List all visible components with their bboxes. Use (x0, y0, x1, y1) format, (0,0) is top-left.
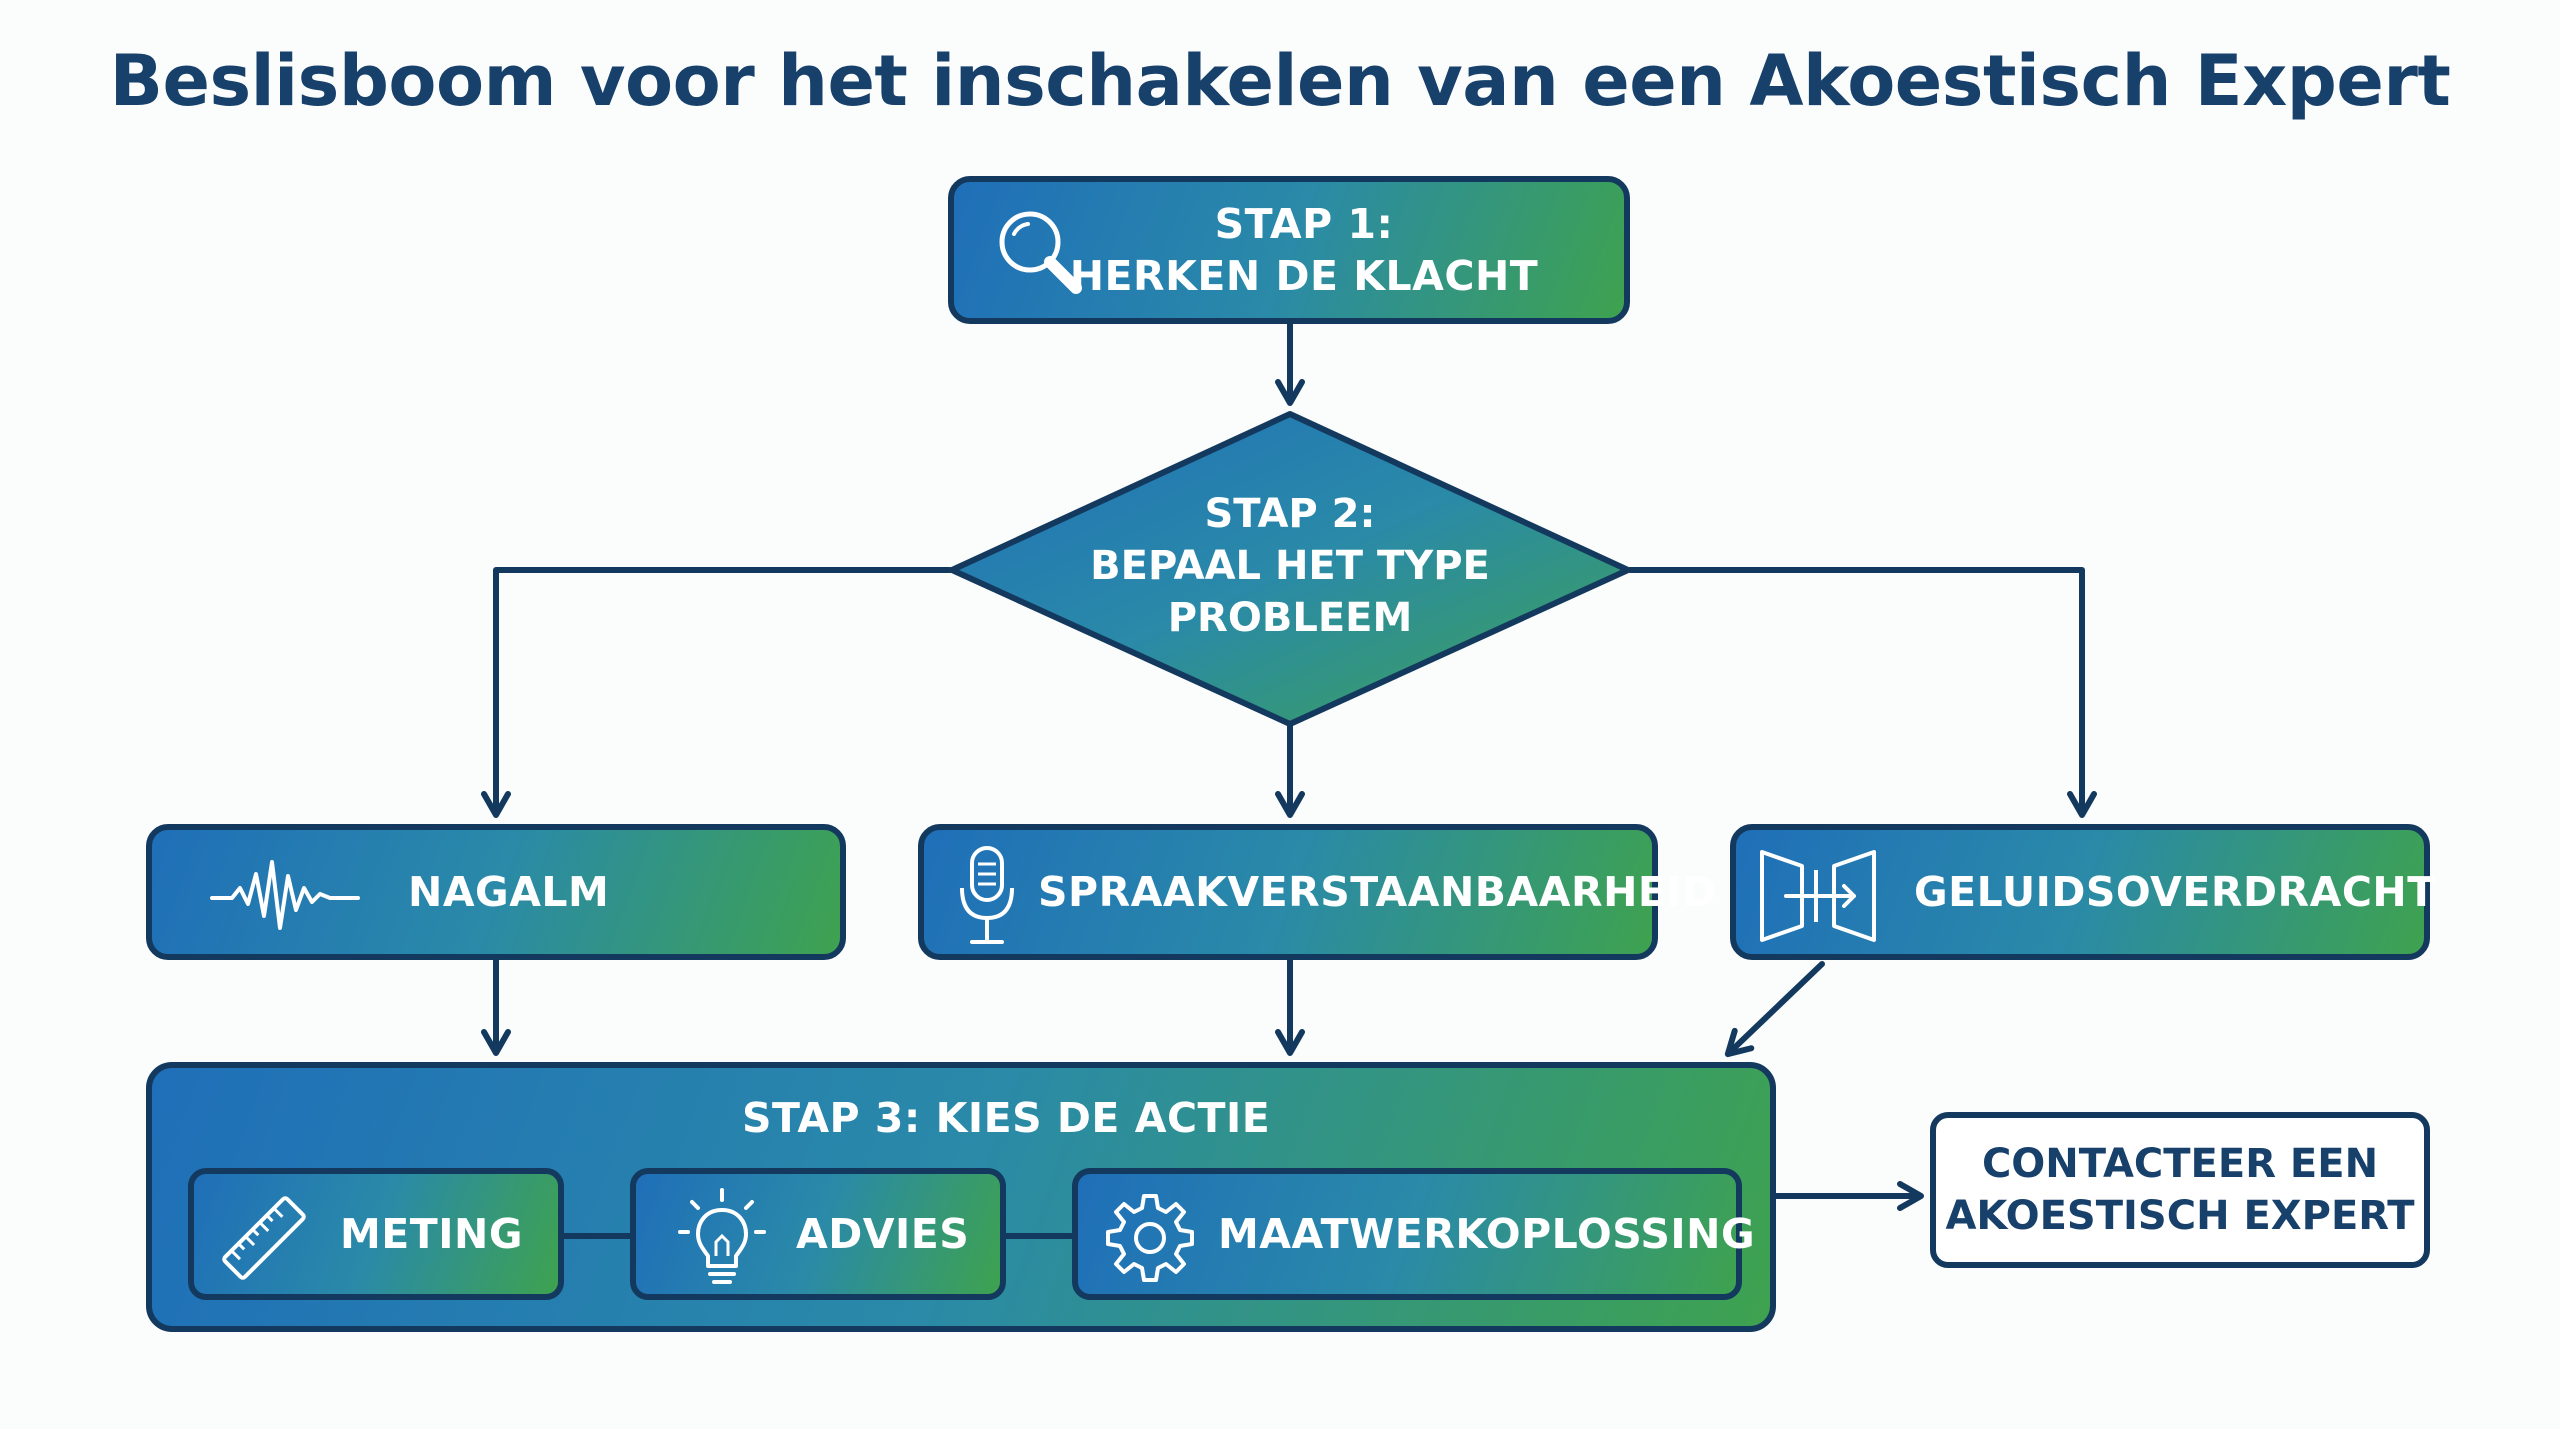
step3-title: STAP 3: KIES DE ACTIE (742, 1094, 1271, 1142)
step1-line2: HERKEN DE KLACHT (1069, 252, 1539, 300)
problem-geluid-label: GELUIDSOVERDRACHT (1914, 868, 2436, 916)
action-maatwerk-label: MAATWERKOPLOSSING (1218, 1210, 1756, 1258)
problem-spraak-label: SPRAAKVERSTAANBAARHEID (1038, 868, 1717, 916)
page-title: Beslisboom voor het inschakelen van een … (109, 40, 2451, 122)
action-advies-box: ADVIES (630, 1168, 1006, 1300)
step2-line1: STAP 2: (1204, 491, 1376, 537)
contact-expert-box: CONTACTEER EEN AKOESTISCH EXPERT (1930, 1112, 2430, 1268)
step2-line2: BEPAAL HET TYPE (1090, 543, 1490, 589)
problem-nagalm-label: NAGALM (408, 868, 610, 916)
contact-line2: AKOESTISCH EXPERT (1945, 1193, 2415, 1239)
problem-spraak-box: SPRAAKVERSTAANBAARHEID (918, 824, 1716, 960)
step2-text: STAP 2: BEPAAL HET TYPE PROBLEEM (1090, 488, 1490, 644)
action-advies-label: ADVIES (796, 1210, 970, 1258)
problem-geluid-box: GELUIDSOVERDRACHT (1730, 824, 2435, 960)
arrow-step2-to-nagalm (481, 567, 953, 818)
step2-line3: PROBLEEM (1167, 595, 1413, 641)
step3-box: STAP 3: KIES DE ACTIE METING (146, 1062, 1776, 1332)
action-connectors (558, 1233, 1078, 1239)
arrow-geluid-to-step3 (1724, 961, 1825, 1058)
problem-nagalm-box: NAGALM (146, 824, 846, 960)
ruler-icon (222, 1196, 306, 1280)
gear-icon (1106, 1194, 1194, 1282)
lightbulb-icon (678, 1188, 766, 1284)
action-meting-label: METING (340, 1210, 523, 1258)
step1-line1: STAP 1: (1214, 200, 1394, 248)
contact-line1: CONTACTEER EEN (1981, 1141, 2379, 1187)
search-icon (999, 211, 1082, 294)
sound-transfer-icon (1760, 850, 1876, 942)
waveform-icon (210, 860, 360, 930)
arrow-step2-to-geluid (1627, 567, 2097, 818)
action-meting-box: METING (188, 1168, 564, 1300)
microphone-icon (960, 846, 1014, 944)
step1-box: STAP 1: HERKEN DE KLACHT (948, 176, 1630, 324)
action-maatwerk-box: MAATWERKOPLOSSING (1072, 1168, 1755, 1300)
